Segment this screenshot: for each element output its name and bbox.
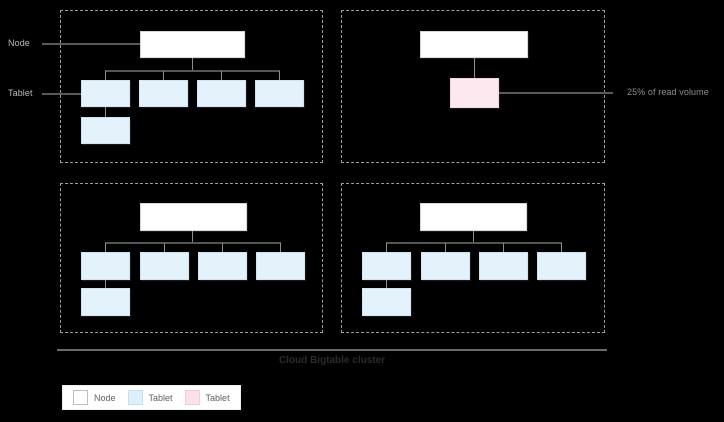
connector-stem-top-left	[192, 58, 193, 71]
tablet-box[interactable]	[139, 80, 188, 107]
tablet-box[interactable]	[198, 252, 247, 280]
legend-item-hot-tablet: Tablet	[184, 390, 230, 405]
tablet-box[interactable]	[362, 288, 411, 316]
connector-stem-bottom-left	[192, 231, 193, 243]
tablet-box[interactable]	[81, 252, 130, 280]
tablet-box[interactable]	[537, 252, 586, 280]
side-label-tablet: Tablet	[8, 88, 33, 98]
leader-line-node	[42, 43, 140, 45]
cluster-underline	[57, 349, 607, 351]
tablet-box[interactable]	[140, 252, 189, 280]
connector-drop-4	[279, 71, 280, 80]
node-box-top-left[interactable]	[140, 31, 245, 58]
connector-stem-bottom-right	[473, 231, 474, 243]
node-group-top-right	[341, 10, 605, 163]
tablet-box[interactable]	[197, 80, 246, 107]
legend-label-node: Node	[94, 392, 116, 403]
cluster-caption: Cloud Bigtable cluster	[278, 355, 386, 366]
legend-item-node: Node	[73, 390, 116, 405]
tablet-box[interactable]	[81, 288, 130, 316]
connector-bus-bottom-left	[105, 242, 281, 244]
tablet-box[interactable]	[256, 252, 305, 280]
tablet-box[interactable]	[255, 80, 304, 107]
legend: Node Tablet Tablet	[62, 385, 241, 410]
node-group-bottom-left	[60, 183, 323, 333]
connector-bus-bottom-right	[386, 242, 562, 244]
hot-tablet-swatch-icon	[184, 390, 200, 405]
tablet-swatch-icon	[127, 390, 143, 405]
node-box-bottom-left[interactable]	[140, 203, 247, 231]
leader-line-hot-tablet	[499, 92, 613, 94]
tablet-box[interactable]	[81, 117, 130, 144]
tablet-box[interactable]	[421, 252, 470, 280]
node-box-top-right[interactable]	[420, 31, 528, 58]
node-group-top-left	[60, 10, 323, 163]
connector-bus-top-left	[105, 70, 280, 72]
connector-drop-3	[222, 243, 223, 253]
connector-drop-5	[386, 280, 387, 289]
hot-tablet-box[interactable]	[450, 78, 499, 108]
connector-drop-1	[105, 243, 106, 253]
node-group-bottom-right	[341, 183, 605, 333]
tablet-box[interactable]	[479, 252, 528, 280]
node-box-bottom-right[interactable]	[420, 203, 527, 231]
annotation-read-volume: 25% of read volume	[627, 87, 709, 97]
node-swatch-icon	[73, 390, 88, 405]
legend-label-tablet: Tablet	[148, 392, 173, 403]
connector-drop-1	[386, 243, 387, 253]
legend-item-tablet: Tablet	[127, 390, 173, 405]
side-label-node: Node	[8, 38, 30, 48]
connector-drop-4	[561, 243, 562, 253]
connector-drop-2	[445, 243, 446, 253]
tablet-box[interactable]	[81, 80, 130, 107]
connector-drop-3	[503, 243, 504, 253]
connector-drop-2	[164, 243, 165, 253]
connector-drop-5	[105, 107, 106, 118]
connector-drop-2	[163, 71, 164, 80]
leader-line-tablet	[42, 93, 82, 95]
connector-drop-4	[280, 243, 281, 253]
connector-stem-top-right	[474, 58, 475, 78]
connector-drop-3	[221, 71, 222, 80]
connector-drop-1	[105, 71, 106, 80]
connector-drop-5	[105, 280, 106, 289]
tablet-box[interactable]	[362, 252, 411, 280]
legend-label-hot-tablet: Tablet	[205, 392, 230, 403]
